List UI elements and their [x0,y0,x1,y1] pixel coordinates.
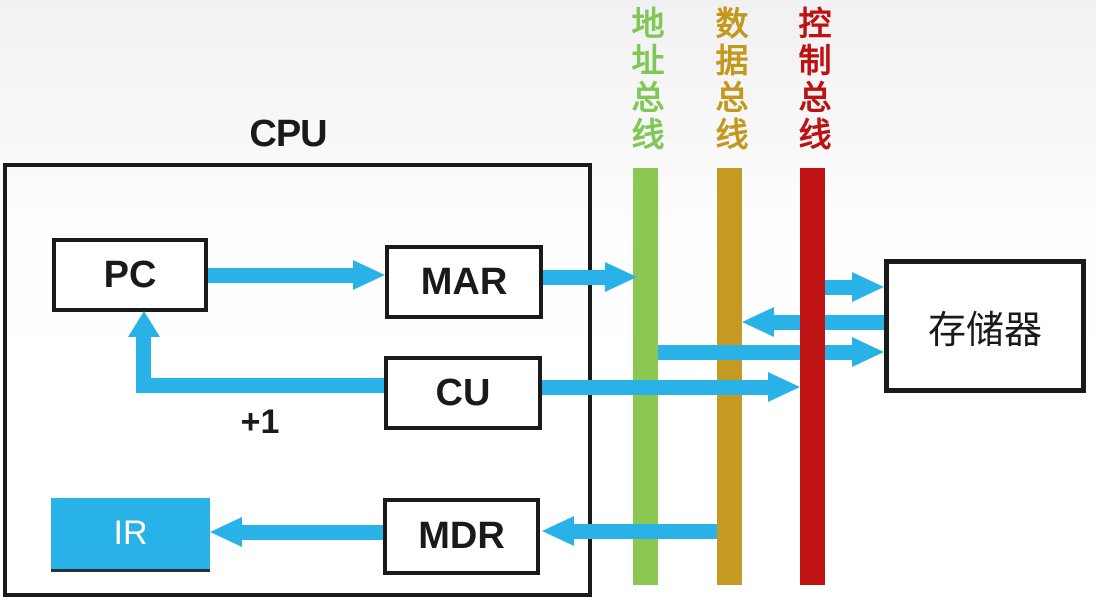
arrow-shaft [208,268,353,283]
control-bus-bar [800,168,825,585]
mar-register-box: MAR [385,245,543,319]
cpu-title: CPU [249,113,327,155]
address-bus-bar [633,168,658,585]
control-bus-label: 控制总线 [794,6,831,154]
data-bus-bar [717,168,742,585]
arrow-elbow-horizontal [136,378,384,393]
arrow-shaft [574,524,717,539]
mdr-register-box: MDR [383,498,540,575]
cu-label: CU [435,371,491,414]
arrow-elbow-vertical [136,336,151,393]
arrow-head-up [128,311,160,337]
arrow-head-right [605,262,637,292]
cu-unit-box: CU [384,356,542,430]
mar-label: MAR [420,260,508,303]
mdr-label: MDR [418,515,505,557]
arrow-head-right [852,337,884,367]
arrow-head-left [542,516,574,546]
ir-label: IR [113,514,148,552]
memory-box: 存储器 [884,259,1086,393]
increment-annotation: +1 [240,403,280,441]
arrow-shaft [242,525,383,540]
arrow-head-right [353,260,385,290]
arrow-shaft [542,380,768,395]
pc-register-box: PC [52,238,208,312]
address-bus-label: 地址总线 [627,6,664,154]
arrow-head-left [742,307,774,337]
pc-label: PC [103,253,157,296]
arrow-head-right [768,372,800,402]
arrow-shaft [774,315,884,330]
ir-register-box: IR [51,498,210,572]
arrow-shaft [543,270,605,285]
data-bus-label: 数据总线 [711,6,748,154]
memory-label: 存储器 [927,309,1042,352]
arrow-head-right [852,272,884,302]
arrow-head-left [210,517,242,547]
